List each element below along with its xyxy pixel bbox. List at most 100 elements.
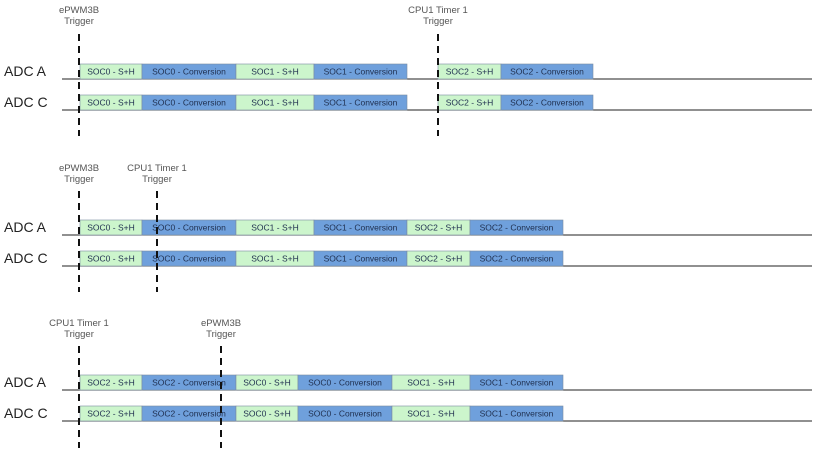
segment-label: SOC0 - Conversion [308, 378, 382, 388]
sample-hold-segment: SOC2 - S+H [406, 250, 471, 267]
segment-label: SOC0 - Conversion [152, 254, 226, 264]
sample-hold-segment: SOC0 - S+H [79, 219, 143, 236]
segment-box [313, 94, 408, 111]
conversion-segment: SOC2 - Conversion [469, 219, 564, 236]
segment-label: SOC2 - S+H [446, 67, 493, 77]
adc-row-label: ADC A [4, 374, 47, 390]
sample-hold-segment: SOC2 - S+H [79, 405, 143, 422]
sample-hold-segment: SOC0 - S+H [235, 374, 299, 391]
conversion-segment: SOC0 - Conversion [297, 405, 393, 422]
segment-label: SOC2 - Conversion [510, 98, 584, 108]
segment-label: SOC0 - S+H [243, 409, 290, 419]
conversion-segment: SOC1 - Conversion [313, 94, 408, 111]
trigger-label: Trigger [64, 174, 94, 185]
segment-label: SOC2 - Conversion [480, 223, 554, 233]
trigger-label: Trigger [142, 174, 172, 185]
conversion-segment: SOC2 - Conversion [141, 374, 237, 391]
adc-row-label: ADC C [4, 405, 48, 421]
trigger-label: CPU1 Timer 1 [49, 318, 109, 329]
segment-box [500, 63, 594, 80]
segment-label: SOC1 - S+H [251, 223, 298, 233]
segment-label: SOC0 - S+H [87, 98, 134, 108]
sample-hold-segment: SOC1 - S+H [235, 250, 315, 267]
segment-box [469, 219, 564, 236]
sample-hold-segment: SOC1 - S+H [391, 405, 471, 422]
sample-hold-segment: SOC2 - S+H [79, 374, 143, 391]
segment-label: SOC1 - S+H [251, 98, 298, 108]
adc-row: ADC C SOC0 - S+H SOC0 - Conversion SOC1 - S… [4, 94, 812, 111]
segment-box [469, 250, 564, 267]
conversion-segment: SOC1 - Conversion [313, 219, 408, 236]
conversion-segment: SOC1 - Conversion [469, 374, 564, 391]
segment-label: SOC2 - Conversion [510, 67, 584, 77]
adc-row: ADC A SOC0 - S+H SOC0 - Conversion SOC1 - S… [4, 63, 812, 80]
segment-box [469, 405, 564, 422]
segment-label: SOC2 - Conversion [152, 378, 226, 388]
conversion-segment: SOC1 - Conversion [469, 405, 564, 422]
sample-hold-segment: SOC1 - S+H [235, 219, 315, 236]
segment-box [469, 374, 564, 391]
segment-label: SOC1 - S+H [251, 67, 298, 77]
sample-hold-segment: SOC1 - S+H [235, 94, 315, 111]
sample-hold-segment: SOC2 - S+H [437, 94, 502, 111]
trigger-label: ePWM3B [59, 5, 99, 16]
trigger-label: ePWM3B [201, 318, 241, 329]
sample-hold-segment: SOC0 - S+H [79, 94, 143, 111]
sample-hold-segment: SOC1 - S+H [235, 63, 315, 80]
segment-box [313, 63, 408, 80]
adc-row-label: ADC C [4, 94, 48, 110]
segment-label: SOC1 - Conversion [324, 223, 398, 233]
segment-label: SOC1 - Conversion [324, 98, 398, 108]
adc-row-label: ADC C [4, 250, 48, 266]
segment-label: SOC0 - S+H [87, 254, 134, 264]
sample-hold-segment: SOC0 - S+H [235, 405, 299, 422]
segment-label: SOC0 - Conversion [308, 409, 382, 419]
segment-label: SOC1 - S+H [407, 409, 454, 419]
segment-label: SOC2 - Conversion [152, 409, 226, 419]
segment-label: SOC2 - S+H [415, 254, 462, 264]
segment-label: SOC0 - Conversion [152, 67, 226, 77]
segment-label: SOC2 - S+H [446, 98, 493, 108]
segment-label: SOC1 - Conversion [324, 67, 398, 77]
segment-label: SOC2 - S+H [87, 378, 134, 388]
segment-label: SOC1 - Conversion [480, 378, 554, 388]
trigger-label: Trigger [64, 16, 94, 27]
conversion-segment: SOC1 - Conversion [313, 250, 408, 267]
trigger-label: Trigger [423, 16, 453, 27]
sample-hold-segment: SOC0 - S+H [79, 63, 143, 80]
sample-hold-segment: SOC2 - S+H [406, 219, 471, 236]
segment-label: SOC0 - Conversion [152, 98, 226, 108]
segment-label: SOC0 - Conversion [152, 223, 226, 233]
conversion-segment: SOC2 - Conversion [500, 63, 594, 80]
segment-label: SOC2 - Conversion [480, 254, 554, 264]
segment-label: SOC2 - S+H [415, 223, 462, 233]
segment-label: SOC1 - Conversion [324, 254, 398, 264]
segment-label: SOC1 - Conversion [480, 409, 554, 419]
conversion-segment: SOC2 - Conversion [500, 94, 594, 111]
sample-hold-segment: SOC2 - S+H [437, 63, 502, 80]
segment-label: SOC1 - S+H [251, 254, 298, 264]
conversion-segment: SOC0 - Conversion [141, 63, 237, 80]
segment-label: SOC2 - S+H [87, 409, 134, 419]
segment-label: SOC0 - S+H [243, 378, 290, 388]
segment-label: SOC0 - S+H [87, 67, 134, 77]
segment-box [500, 94, 594, 111]
conversion-segment: SOC0 - Conversion [141, 94, 237, 111]
adc-row-label: ADC A [4, 63, 47, 79]
adc-row: ADC A SOC2 - S+H SOC2 - Conversion SOC0 - S… [4, 374, 812, 391]
trigger-label: CPU1 Timer 1 [127, 163, 187, 174]
adc-row: ADC C SOC2 - S+H SOC2 - Conversion SOC0 - S… [4, 405, 812, 422]
sample-hold-segment: SOC0 - S+H [79, 250, 143, 267]
trigger-label: ePWM3B [59, 163, 99, 174]
conversion-segment: SOC2 - Conversion [469, 250, 564, 267]
conversion-segment: SOC1 - Conversion [313, 63, 408, 80]
